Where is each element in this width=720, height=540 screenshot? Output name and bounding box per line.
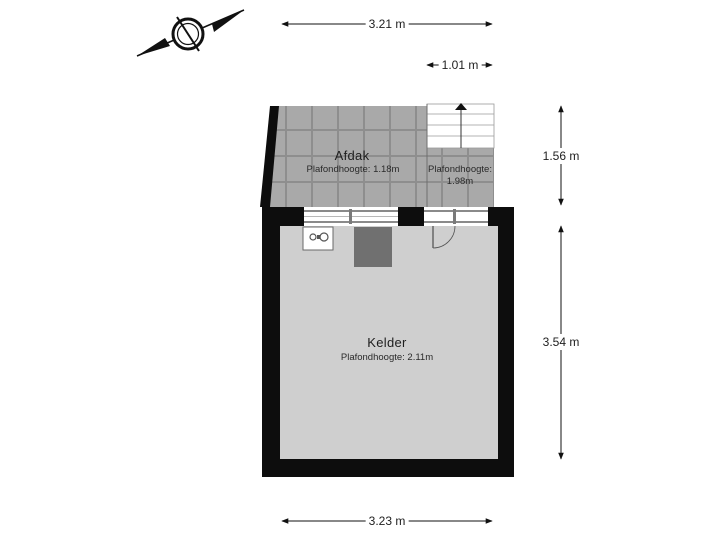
staircase — [426, 103, 495, 149]
dimension-lower-height: 3.54 m — [540, 334, 582, 350]
door-swing — [432, 225, 456, 249]
dimension-upper-height: 1.56 m — [540, 148, 582, 164]
kelder-ceiling: Plafondhoogte: 2.11m — [340, 352, 434, 363]
boiler-icon — [302, 226, 334, 251]
dimension-top-width: 3.21 m — [365, 17, 409, 31]
dimension-bottom-width: 3.23 m — [365, 514, 409, 528]
dimension-stair-width: 1.01 m — [438, 58, 482, 72]
stair-room-ceiling-label: Plafondhoogte: — [428, 164, 492, 175]
afdak-ceiling: Plafondhoogte: 1.18m — [306, 164, 400, 175]
north-compass-icon — [136, 9, 245, 57]
afdak-name: Afdak — [334, 148, 370, 163]
afdak-wall-left — [260, 106, 279, 207]
kelder-name: Kelder — [367, 335, 407, 350]
afdak-floor — [268, 106, 427, 207]
stair-room-floor — [427, 148, 494, 207]
stair-room-ceiling-value: 1.98m — [446, 176, 474, 187]
kelder-top-wall — [304, 207, 488, 226]
chimney-block — [354, 227, 392, 267]
